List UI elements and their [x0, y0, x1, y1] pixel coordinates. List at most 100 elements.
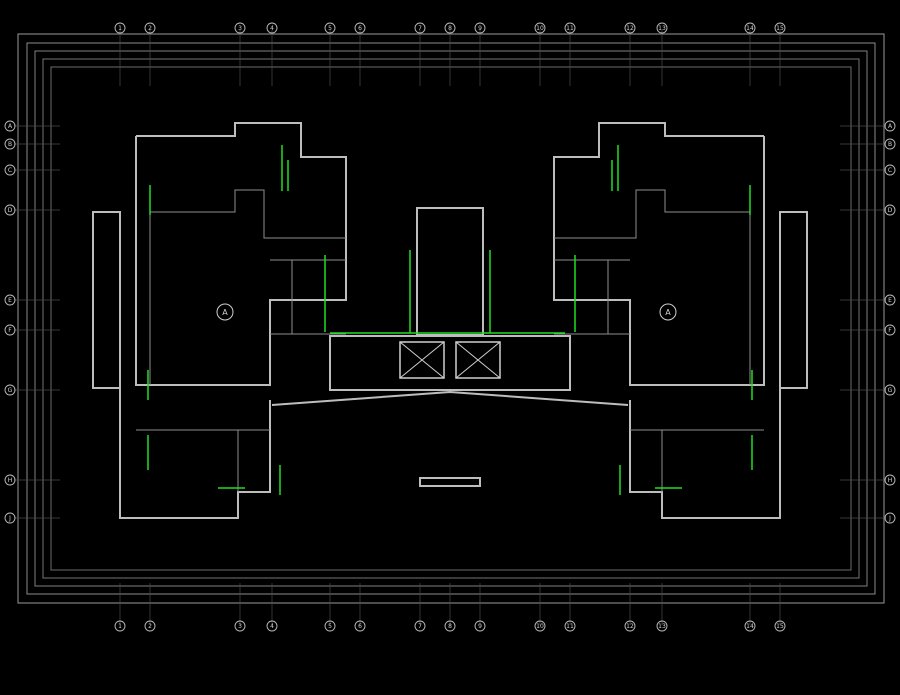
- grid-label: H: [888, 477, 893, 484]
- core-corridor: [329, 335, 571, 391]
- room-marks: A A: [216, 303, 677, 321]
- left-grid-bubble: A: [4, 120, 16, 132]
- room-mark-right: A: [665, 308, 671, 317]
- top-grid-bubble: 3: [234, 22, 246, 34]
- elevator-icon: [455, 341, 501, 379]
- grid-bubble: [4, 324, 16, 336]
- bottom-grid-bubble: 13: [656, 620, 668, 632]
- building-plan: [92, 122, 808, 519]
- grid-label: E: [888, 297, 892, 304]
- grid-bubble: [4, 474, 16, 486]
- grid-label: 3: [238, 623, 242, 630]
- grid-bubble: [144, 22, 156, 34]
- grid-label: 3: [238, 25, 242, 32]
- grid-label: 11: [566, 623, 574, 630]
- top-grid-bubble: 7: [414, 22, 426, 34]
- elevators: [399, 341, 501, 379]
- grid-bubble: [564, 22, 576, 34]
- grid-bubble: [4, 384, 16, 396]
- right-grid-bubble: J: [884, 512, 896, 524]
- grid-label: 2: [148, 25, 152, 32]
- grid-label: G: [888, 387, 893, 394]
- grid-label: 5: [328, 623, 332, 630]
- grid-bubble: [884, 474, 896, 486]
- left-grid-bubble: J: [4, 512, 16, 524]
- bottom-grid-bubble: 1: [114, 620, 126, 632]
- left-grid-bubble: F: [4, 324, 16, 336]
- drawing-frames: [17, 33, 885, 604]
- right-grid-bubble: H: [884, 474, 896, 486]
- bottom-grid-bubble: 9: [474, 620, 486, 632]
- grid-bubble: [624, 620, 636, 632]
- grid-label: 6: [358, 25, 362, 32]
- grid-label: 10: [536, 25, 544, 32]
- top-grid-bubble: 10: [534, 22, 546, 34]
- grid-bubble: [114, 22, 126, 34]
- grid-label: C: [8, 167, 12, 174]
- grid-bubble: [414, 620, 426, 632]
- top-grid-bubble: 6: [354, 22, 366, 34]
- left-bay-window: [92, 211, 121, 389]
- top-grid-bubble: 1: [114, 22, 126, 34]
- frame-inner-2: [34, 50, 868, 587]
- grid-bubble: [4, 512, 16, 524]
- grid-label: 13: [658, 623, 666, 630]
- right-grid-bubble: B: [884, 138, 896, 150]
- top-grid-bubble: 2: [144, 22, 156, 34]
- grid-label: 1: [118, 623, 122, 630]
- grid-label: J: [8, 515, 11, 522]
- grid-bubble: [234, 620, 246, 632]
- grid-label: 10: [536, 623, 544, 630]
- grid-bubble: [4, 164, 16, 176]
- right-grid-bubble: F: [884, 324, 896, 336]
- axis-lines: [14, 30, 886, 625]
- grid-label: 12: [626, 623, 634, 630]
- grid-bubble: [324, 620, 336, 632]
- right-interior-3: [554, 259, 630, 335]
- grid-bubble: [266, 22, 278, 34]
- grid-bubble: [474, 22, 486, 34]
- right-grid-bubble: D: [884, 204, 896, 216]
- elevator-right-box: [455, 341, 501, 379]
- grid-label: D: [888, 207, 893, 214]
- grid-label: 9: [478, 25, 482, 32]
- bottom-grid-bubble: 2: [144, 620, 156, 632]
- grid-label: A: [8, 123, 13, 130]
- right-unit-walls: [553, 122, 765, 386]
- right-grid-bubble: C: [884, 164, 896, 176]
- grid-bubble: [744, 22, 756, 34]
- left-grid-bubble: G: [4, 384, 16, 396]
- grid-label: 9: [478, 623, 482, 630]
- grid-label: 12: [626, 25, 634, 32]
- right-interior-1: [554, 189, 750, 239]
- grid-label: 5: [328, 25, 332, 32]
- grid-bubble: [4, 204, 16, 216]
- grid-label: E: [8, 297, 12, 304]
- grid-label: 14: [746, 25, 754, 32]
- right-grid-bubble: G: [884, 384, 896, 396]
- top-grid-bubble: 15: [774, 22, 786, 34]
- bottom-grid-bubble: 8: [444, 620, 456, 632]
- top-grid-bubble: 8: [444, 22, 456, 34]
- grid-bubble: [884, 294, 896, 306]
- grid-bubble: [114, 620, 126, 632]
- grid-label: 8: [448, 623, 452, 630]
- bottom-grid-bubble: 12: [624, 620, 636, 632]
- right-lower-wing-walls: [629, 387, 781, 519]
- grid-label: 15: [776, 25, 784, 32]
- pipes: [147, 145, 753, 495]
- right-interior-4: [630, 429, 663, 492]
- grid-bubble: [884, 204, 896, 216]
- top-grid-bubble: 5: [324, 22, 336, 34]
- elevator-icon: [399, 341, 445, 379]
- grid-label: B: [8, 141, 12, 148]
- left-grid-bubble: H: [4, 474, 16, 486]
- grid-label: 7: [418, 25, 422, 32]
- grid-bubble: [656, 620, 668, 632]
- bottom-grid-bubble: 7: [414, 620, 426, 632]
- bottom-grid-bubble: 14: [744, 620, 756, 632]
